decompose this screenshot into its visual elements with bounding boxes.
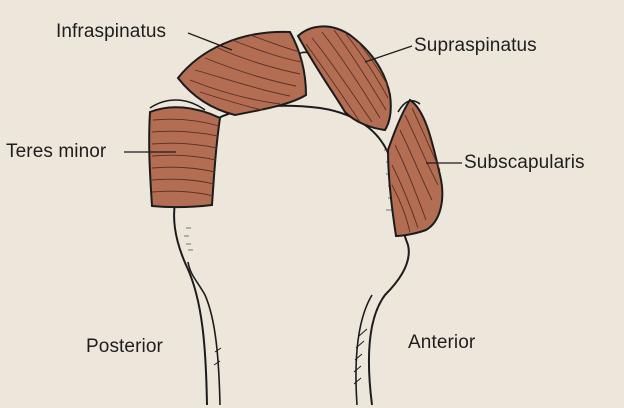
tendon-outline-left (149, 99, 206, 111)
humerus-outline (173, 104, 410, 406)
label-anterior: Anterior (408, 332, 476, 353)
subscapularis-muscle (386, 98, 444, 238)
label-posterior: Posterior (86, 336, 163, 357)
label-teres-minor: Teres minor (6, 141, 107, 162)
label-supraspinatus: Supraspinatus (414, 35, 537, 56)
teres-minor-muscle (148, 106, 222, 209)
leader-supraspinatus (364, 45, 413, 63)
infraspinatus-muscle (176, 30, 308, 117)
label-infraspinatus: Infraspinatus (56, 21, 167, 42)
leader-infraspinatus (187, 32, 233, 51)
shaft-line-left (187, 261, 221, 406)
label-subscapularis: Subscapularis (464, 152, 585, 173)
shaft-line-right (355, 294, 373, 406)
shaft-hatching (213, 328, 368, 385)
supraspinatus-muscle (296, 25, 392, 132)
